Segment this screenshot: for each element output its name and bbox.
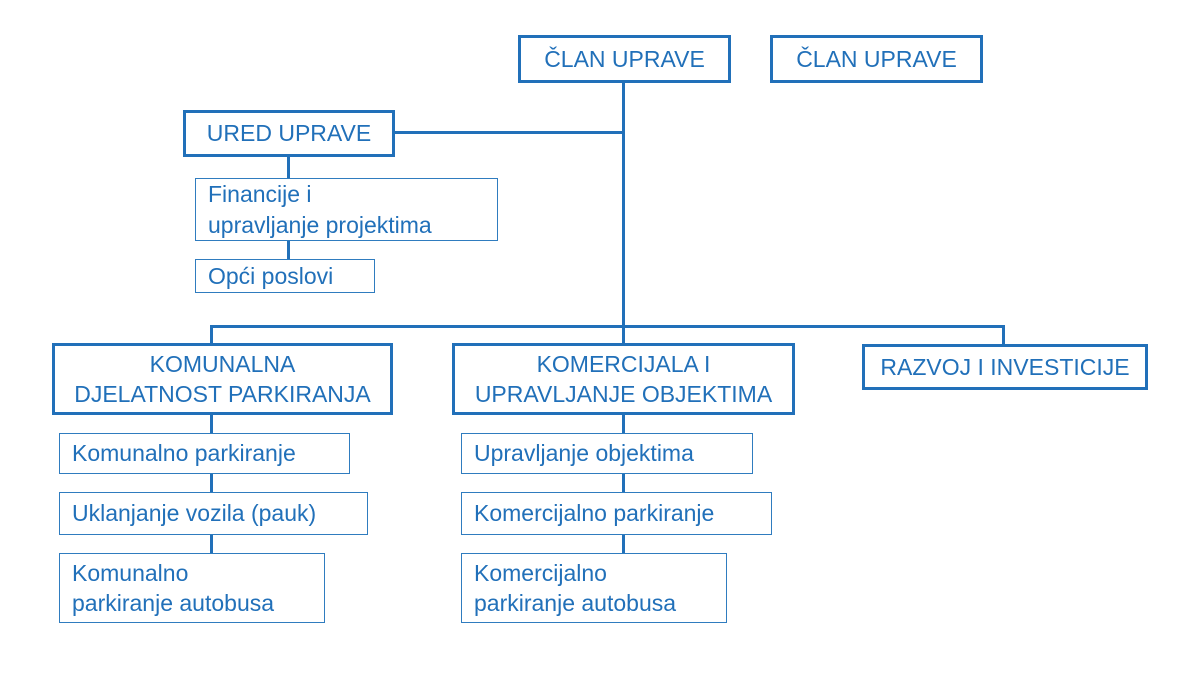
org-box-office-unit-general: Opći poslovi [195, 259, 375, 293]
org-box-division-komunalna: KOMUNALNA DJELATNOST PARKIRANJA [52, 343, 393, 415]
org-box-unit-uklanjanje-vozila: Uklanjanje vozila (pauk) [59, 492, 368, 535]
org-box-division-razvoj: RAZVOJ I INVESTICIJE [862, 344, 1148, 390]
connector-komunalna-unit3 [210, 535, 213, 553]
connector-finance-to-general [287, 241, 290, 259]
connector-trunk-vertical [622, 83, 625, 344]
connector-office-to-finance [287, 157, 290, 178]
org-box-unit-komercijalno-parkiranje-autobusa: Komercijalno parkiranje autobusa [461, 553, 727, 623]
org-box-board-member-1: ČLAN UPRAVE [518, 35, 731, 83]
connector-komercijala-unit1 [622, 415, 625, 433]
org-box-office-unit-finance: Financije i upravljanje projektima [195, 178, 498, 241]
connector-komercijala-unit2 [622, 474, 625, 492]
connector-distribution-horizontal [210, 325, 1005, 328]
connector-office-horizontal [395, 131, 625, 134]
org-box-office: URED UPRAVE [183, 110, 395, 157]
connector-drop-komunalna [210, 325, 213, 343]
connector-komunalna-unit1 [210, 415, 213, 433]
org-box-unit-komunalno-parkiranje: Komunalno parkiranje [59, 433, 350, 474]
org-box-unit-komercijalno-parkiranje: Komercijalno parkiranje [461, 492, 772, 535]
org-box-unit-komunalno-parkiranje-autobusa: Komunalno parkiranje autobusa [59, 553, 325, 623]
org-box-unit-upravljanje-objektima: Upravljanje objektima [461, 433, 753, 474]
connector-drop-razvoj [1002, 325, 1005, 344]
connector-komunalna-unit2 [210, 474, 213, 492]
connector-komercijala-unit3 [622, 535, 625, 553]
org-box-board-member-2: ČLAN UPRAVE [770, 35, 983, 83]
org-box-division-komercijala: KOMERCIJALA I UPRAVLJANJE OBJEKTIMA [452, 343, 795, 415]
